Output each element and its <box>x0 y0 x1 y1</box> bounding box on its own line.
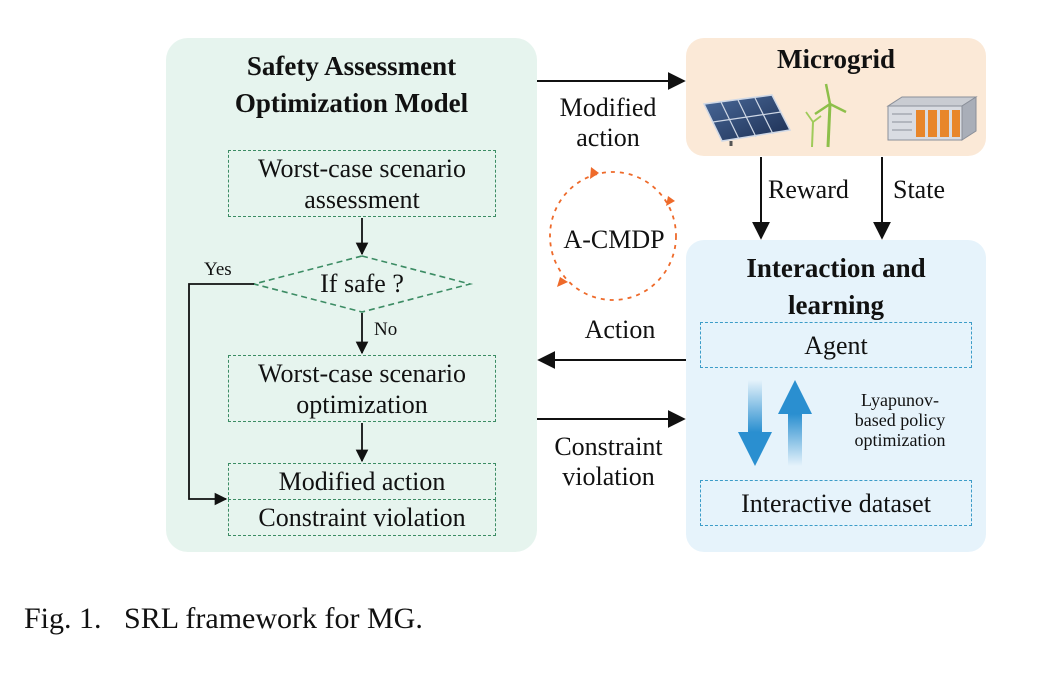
arrow-yes-branch <box>188 283 254 506</box>
microgrid-title: Microgrid <box>777 44 895 74</box>
action-label: Action <box>584 315 656 344</box>
modified-label-line2: action <box>576 123 640 152</box>
reward-label: Reward <box>768 175 849 204</box>
lyapunov-label: Lyapunov- based policy optimization <box>830 390 970 450</box>
state-label: State <box>893 175 945 204</box>
constraint-violation-text: Constraint violation <box>258 503 466 532</box>
assessment-line1: Worst-case scenario <box>258 153 466 183</box>
agent-text: Agent <box>804 330 868 360</box>
a-cmdp-cycle <box>549 167 677 301</box>
interaction-learning-panel <box>686 240 986 552</box>
interaction-title-line2: learning <box>787 290 884 320</box>
battery-storage-icon <box>886 96 978 141</box>
yes-label: Yes <box>204 259 232 280</box>
lyapunov-line2: based policy <box>854 410 946 430</box>
cycle-arrowhead-left <box>557 277 568 287</box>
lyapunov-line3: optimization <box>854 430 946 450</box>
constraint-violation-label: Constraint violation <box>536 432 681 492</box>
interactive-dataset-box: Interactive dataset <box>700 480 972 526</box>
modified-label-line1: Modified <box>559 93 657 122</box>
worst-case-optimization-box: Worst-case scenario optimization <box>228 355 496 422</box>
figure-caption: Fig. 1. SRL framework for MG. <box>24 602 423 635</box>
constraint-label-line1: Constraint <box>554 432 663 461</box>
optimization-line1: Worst-case scenario <box>258 358 466 388</box>
dataset-text: Interactive dataset <box>741 488 931 518</box>
if-safe-label: If safe ? <box>320 269 404 298</box>
interaction-panel-title: Interaction and learning <box>686 250 986 324</box>
constraint-label-line2: violation <box>562 462 655 491</box>
modified-action-text: Modified action <box>278 467 446 496</box>
safety-title-line1: Safety Assessment <box>246 51 457 81</box>
safety-title-line2: Optimization Model <box>234 88 469 118</box>
solar-panel-icon <box>702 94 792 146</box>
a-cmdp-label: A-CMDP <box>563 225 665 254</box>
worst-case-assessment-box: Worst-case scenario assessment <box>228 150 496 217</box>
modified-action-label: Modified action <box>543 93 673 153</box>
constraint-violation-box: Constraint violation <box>228 499 496 536</box>
assessment-line2: assessment <box>304 184 420 214</box>
lyapunov-line1: Lyapunov- <box>861 390 939 410</box>
cycle-arrowhead-top <box>590 167 599 179</box>
if-safe-diamond <box>250 255 474 313</box>
arrow-up-blue-icon <box>778 380 812 466</box>
wind-turbine-icon <box>805 83 847 148</box>
safety-panel-title: Safety Assessment Optimization Model <box>166 48 537 122</box>
no-label: No <box>374 319 398 340</box>
agent-box: Agent <box>700 322 972 368</box>
optimization-line2: optimization <box>296 389 428 419</box>
cycle-arrowhead-right <box>666 196 675 206</box>
arrow-down-blue-icon <box>738 380 772 466</box>
interaction-title-line1: Interaction and <box>746 253 926 283</box>
safety-assessment-panel <box>166 38 537 552</box>
